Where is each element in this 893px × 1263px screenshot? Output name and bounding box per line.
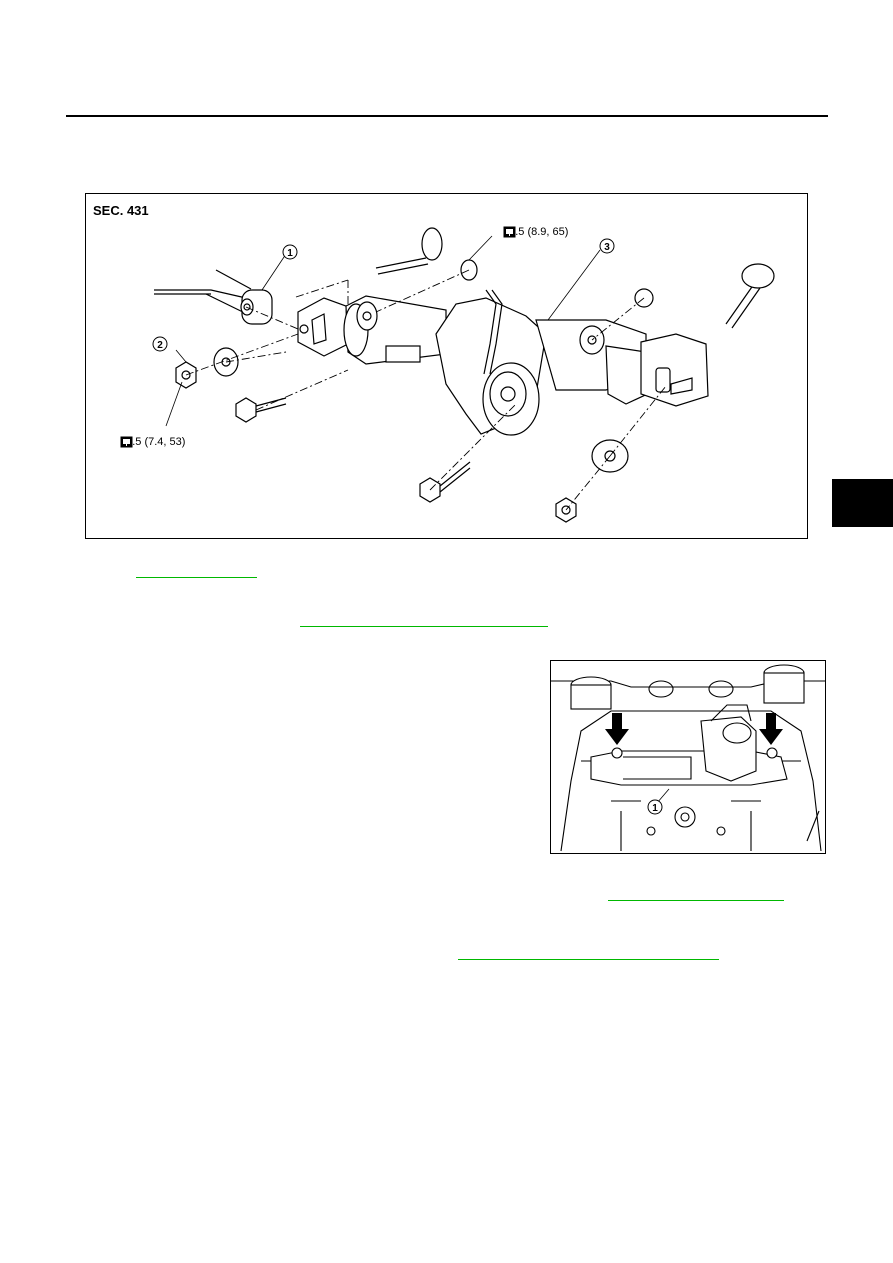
header-rule [66, 115, 828, 117]
photo-callout-1: 1 [652, 803, 658, 814]
installation-photo: 1 [550, 660, 826, 854]
callout-3: 3 [604, 242, 610, 253]
callout-2: 2 [157, 340, 163, 351]
section-index-tab [832, 479, 893, 527]
reference-link-1[interactable] [136, 577, 257, 578]
torque-upper-value: 87.5 (8.9, 65) [503, 226, 569, 238]
torque-spec-upper: 87.5 (8.9, 65) [503, 226, 568, 238]
reference-link-3[interactable] [608, 900, 784, 901]
reference-link-4[interactable] [458, 959, 719, 960]
wrench-icon [503, 226, 516, 238]
exploded-view-drawing: 1 2 3 [152, 227, 775, 523]
torque-lower-value: 72.5 (7.4, 53) [120, 436, 186, 448]
reference-link-2[interactable] [300, 626, 548, 627]
callout-1: 1 [287, 248, 293, 259]
wrench-icon [120, 436, 133, 448]
down-arrow-icon [605, 713, 629, 745]
exploded-view-figure: SEC. 431 [85, 193, 808, 539]
torque-spec-lower: 72.5 (7.4, 53) [120, 436, 185, 448]
section-label: SEC. 431 [93, 203, 149, 218]
down-arrow-icon [759, 713, 783, 745]
installation-photo-drawing: 1 [551, 664, 825, 852]
